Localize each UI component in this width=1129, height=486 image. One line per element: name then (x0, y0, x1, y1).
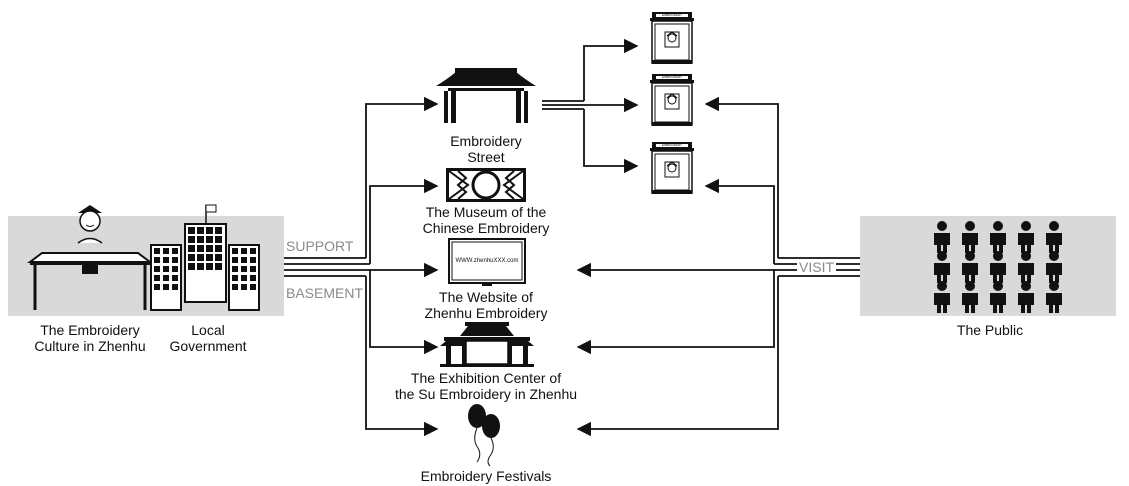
public-label: The Public (940, 322, 1040, 338)
local-government-label: Local Government (166, 322, 250, 354)
shop-front-icon: EMBROIDERY (650, 12, 694, 64)
right-panel (860, 216, 1116, 316)
svg-text:EMBROIDERY: EMBROIDERY (662, 13, 682, 17)
connector-public-to-shop-2 (706, 104, 778, 258)
visit-label: VISIT (797, 259, 836, 275)
embroidery-festivals-label: Embroidery Festivals (386, 468, 586, 484)
connector-public-to-festivals (578, 276, 778, 429)
svg-text:EMBROIDERY: EMBROIDERY (662, 143, 682, 147)
museum-label: The Museum of the Chinese Embroidery (376, 204, 596, 236)
support-label: SUPPORT (286, 238, 353, 254)
connector-trunk-left (284, 258, 370, 276)
website-url-text: WWW.zhenhuXXX.com (455, 258, 518, 264)
website-label: The Website of Zhenhu Embroidery (376, 289, 596, 321)
basement-label: BASEMENT (286, 285, 363, 301)
embroidery-street-label: Embroidery Street (396, 133, 576, 165)
lattice-window-icon (446, 168, 526, 202)
monitor-screen-icon: WWW.zhenhuXXX.com (449, 239, 525, 286)
embroidery-culture-label: The Embroidery Culture in Zhenhu (20, 322, 160, 354)
shop-front-icon: EMBROIDERY (650, 74, 694, 126)
balloons-icon (468, 404, 500, 466)
shop-front-icon: EMBROIDERY (650, 142, 694, 194)
connector-public-to-exhibition (578, 270, 774, 347)
pavilion-gate-icon (436, 68, 536, 123)
svg-text:EMBROIDERY: EMBROIDERY (662, 75, 682, 79)
exhibition-hall-icon (440, 322, 534, 367)
connector-public-to-shop-3 (706, 186, 774, 264)
exhibition-center-label: The Exhibition Center of the Su Embroide… (366, 370, 606, 402)
